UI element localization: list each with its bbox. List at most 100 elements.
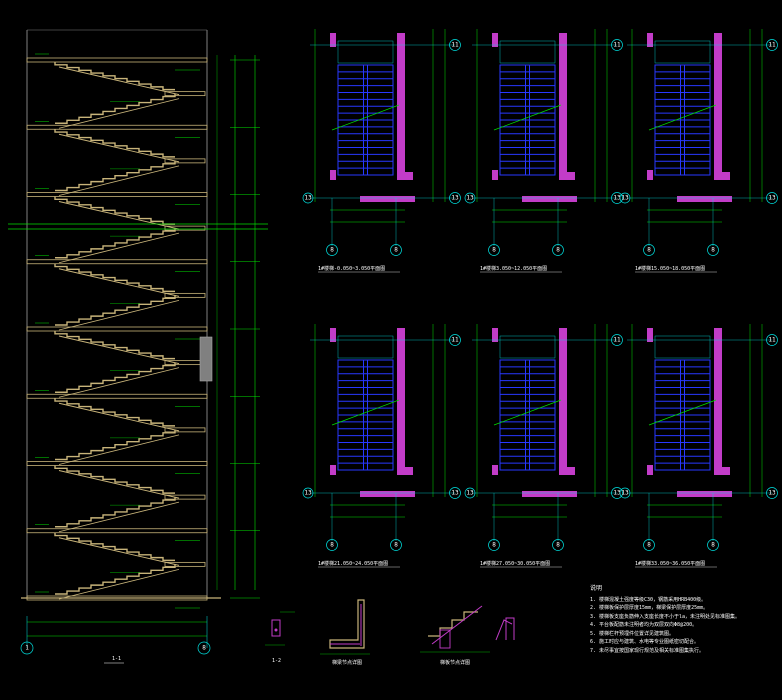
axis-bubble-c: 8 (643, 244, 655, 256)
axis-circle (766, 334, 778, 346)
axis-circle (20, 641, 34, 655)
plan-title: 1#楼梯3.050~12.050平面图 (480, 265, 547, 272)
wall-bottom (522, 196, 577, 202)
axis-label: 13 (466, 490, 474, 497)
axis-bubble-b: 13 (611, 487, 623, 499)
detail-title: 梯板节点详图 (440, 659, 470, 666)
axis-circle (488, 244, 500, 256)
axis-bubble-b: 13 (766, 192, 778, 204)
stair-flight (55, 362, 176, 393)
axis-bubble-a: 11 (766, 334, 778, 346)
stair-flight (54, 263, 175, 293)
wall-bottom (677, 491, 732, 497)
slab-rebar (431, 605, 483, 645)
axis-circle (302, 487, 314, 499)
axis-label: 8 (711, 247, 715, 254)
axis-bubble-b: 13 (449, 487, 461, 499)
axis-bubble-a: 11 (611, 39, 623, 51)
axis-label: 8 (202, 645, 206, 652)
axis-label: 13 (621, 490, 629, 497)
window-block (199, 336, 213, 382)
rebar-dot (274, 628, 278, 632)
axis-bubble-b-left: 13 (619, 192, 631, 204)
mid-landing (164, 91, 206, 97)
landing-outline (499, 335, 556, 359)
wall-corner (714, 467, 730, 475)
axis-label: 8 (647, 542, 651, 549)
axis-label: 11 (613, 337, 621, 344)
note-item: 7. 未尽事宜按国家现行规范及相关标准图集执行。 (590, 647, 705, 654)
axis-circle (611, 192, 623, 204)
axis-circle (449, 334, 461, 346)
axis-bubble-a: 11 (449, 39, 461, 51)
axis-circle (326, 244, 338, 256)
stair-plan-5: 11 13 13 8 8 1#楼梯27.050~30.050平面图 (464, 324, 623, 568)
axis-circle (611, 487, 623, 499)
stair-flight (55, 564, 176, 595)
wall-corner (397, 467, 413, 475)
axis-label: 8 (556, 542, 560, 549)
note-item: 4. 平台板配筋未注明者均为双层双向Φ8@200。 (590, 622, 698, 628)
wall-corner (714, 172, 730, 180)
floor-slab (26, 595, 208, 601)
wall-right (559, 33, 567, 178)
plan-title: 1#楼梯27.050~30.050平面图 (480, 560, 550, 567)
wall-bottom (360, 491, 415, 497)
axis-label: 8 (330, 247, 334, 254)
stair-flight (54, 532, 175, 562)
floor-slab (26, 57, 208, 63)
mid-landing (164, 292, 206, 298)
axis-circle (766, 487, 778, 499)
axis-circle (707, 539, 719, 551)
axis-bubble-b-left: 13 (464, 192, 476, 204)
stair-flight (55, 160, 176, 192)
axis-label: 11 (451, 337, 459, 344)
node-beam (439, 629, 451, 649)
notes-list: 1. 楼梯混凝土强度等级C30，钢筋采用HRB400级。 2. 楼梯板保护层厚度1… (590, 596, 780, 656)
axis-label: 8 (647, 247, 651, 254)
break-line (493, 104, 562, 131)
axis-label: 8 (711, 542, 715, 549)
column-left (330, 170, 336, 180)
flight-soffit (58, 201, 180, 230)
axis-label: 13 (451, 195, 459, 202)
note-item: 2. 楼梯板保护层厚度15mm，梯梁保护层厚度25mm。 (590, 605, 709, 611)
stair-flight (54, 465, 175, 494)
flight-soffit (58, 268, 180, 297)
landing-outline (337, 335, 394, 359)
axis-circle (611, 39, 623, 51)
axis-circle (643, 244, 655, 256)
axis-bubble-c2: 8 (707, 539, 719, 551)
flight-soffit (58, 537, 180, 566)
wall-right (397, 33, 405, 178)
axis-bubble-c: 8 (488, 244, 500, 256)
plan-title: 1#楼梯33.050~36.050平面图 (635, 560, 705, 567)
wall-corner (559, 172, 575, 180)
axis-bubble-a: 11 (449, 334, 461, 346)
note-item: 1. 楼梯混凝土强度等级C30，钢筋采用HRB400级。 (590, 596, 707, 603)
mid-landing (164, 225, 206, 231)
landing-outline (654, 335, 711, 359)
flight-soffit (58, 501, 180, 533)
wall-stub (330, 328, 336, 342)
axis-label: 13 (304, 195, 312, 202)
axis-circle (488, 539, 500, 551)
flight-soffit (58, 165, 180, 196)
wall-right (714, 33, 722, 178)
floor-slab (26, 259, 208, 265)
axis-bubble-c: 8 (326, 244, 338, 256)
flight-soffit (58, 335, 180, 365)
plan-title: 1#楼梯-0.050~3.050平面图 (318, 265, 385, 272)
axis-circle (464, 192, 476, 204)
axis-label: 8 (492, 247, 496, 254)
axis-label: 1 (25, 645, 29, 652)
break-line (331, 104, 400, 131)
axis-bubble-a: 11 (611, 334, 623, 346)
axis-bubble-c: 8 (488, 539, 500, 551)
wall-corner (397, 172, 413, 180)
axis-circle (449, 192, 461, 204)
floor-slab (26, 124, 208, 130)
detail-title: 梯梁节点详图 (332, 659, 362, 666)
